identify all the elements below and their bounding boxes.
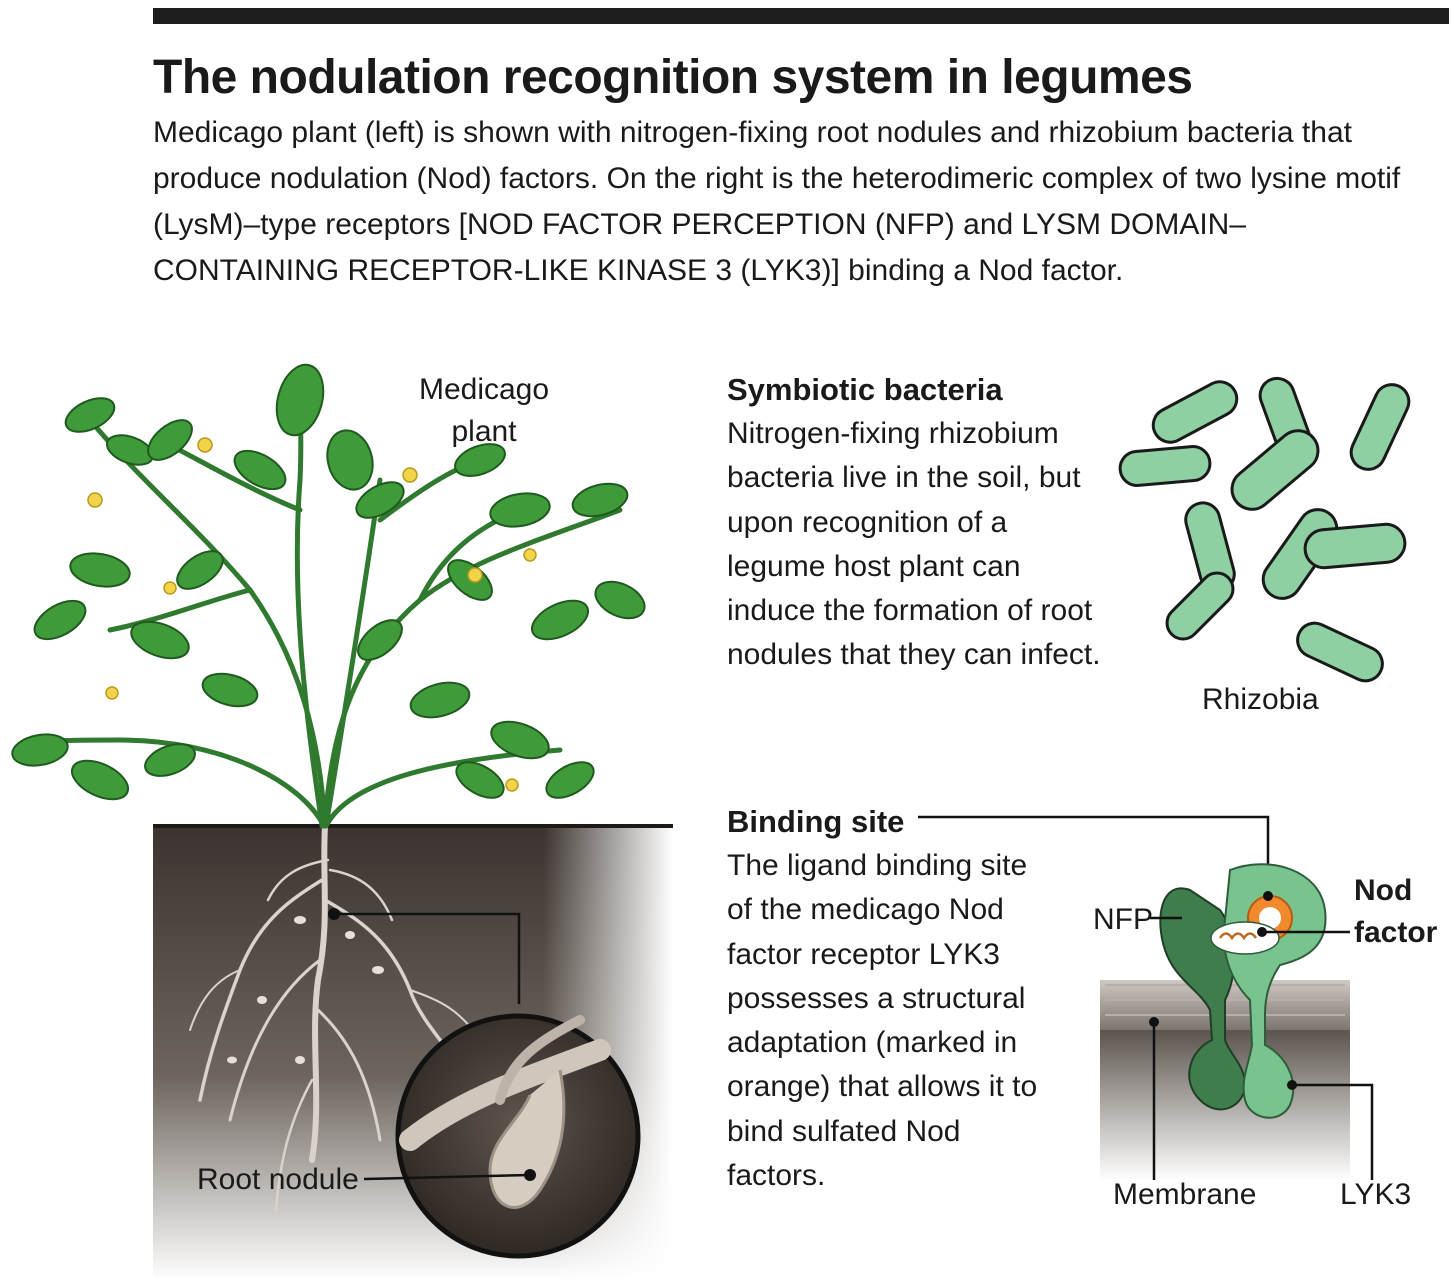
figure-title: The nodulation recognition system in leg… — [153, 51, 1193, 104]
rhizobia-label: Rhizobia — [1202, 683, 1319, 716]
binding-site-heading: Binding site — [727, 804, 905, 839]
receptor-complex-illustration — [918, 815, 1374, 1180]
symbiotic-bacteria-heading: Symbiotic bacteria — [727, 372, 1003, 407]
stems — [17, 387, 623, 829]
medicago-plant-illustration — [11, 363, 673, 1280]
membrane-label: Membrane — [1113, 1178, 1257, 1211]
leader-lines — [334, 912, 531, 1181]
nfp-label: NFP — [1093, 903, 1153, 936]
root-nodule-magnifier — [395, 1013, 641, 1259]
lyk3-label: LYK3 — [1340, 1178, 1412, 1211]
nod-factor-label: Nod factor — [1354, 874, 1438, 949]
binding-site-leader — [918, 815, 1270, 896]
small-nodules — [227, 916, 384, 1064]
medicago-plant-label: Medicago plant — [418, 373, 550, 448]
leaves — [11, 363, 646, 801]
rhizobia-illustration — [1118, 376, 1411, 683]
root-nodule-label: Root nodule — [197, 1163, 359, 1196]
binding-site-text: The ligand binding site of the medicago … — [727, 849, 1038, 1193]
figure-caption: Medicago plant (left) is shown with nitr… — [153, 116, 1401, 287]
header-rule — [153, 8, 1449, 24]
symbiotic-bacteria-text: Nitrogen-fixing rhizobium bacteria live … — [727, 417, 1101, 672]
flowers — [87, 437, 537, 792]
